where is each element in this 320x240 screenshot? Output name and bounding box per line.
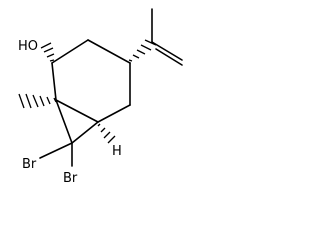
- isopropenyl-hashed-wedge: [128, 39, 157, 62]
- bond-c6-c7: [71, 121, 99, 144]
- hydrogen-hashed-wedge: [97, 123, 116, 144]
- bond-c7-br-left: [39, 142, 73, 159]
- bond-c8-ch2-double: [155, 48, 183, 66]
- hydroxyl-label: HO: [18, 39, 38, 54]
- bond-c6-c1: [55, 99, 99, 123]
- bond-c3-c4: [87, 39, 131, 64]
- hydroxyl-hashed-wedge: [40, 42, 55, 62]
- isopropenyl-group: [151, 8, 183, 66]
- bond-c1-c7: [55, 99, 73, 144]
- molecule-structure: HO H Br Br: [18, 8, 183, 186]
- bromine-label-left: Br: [22, 157, 37, 172]
- bromine-label-right: Br: [63, 171, 78, 186]
- methyl-hashed-wedge: [18, 93, 57, 109]
- cyclopropane-ring: [55, 99, 99, 144]
- bond-c1-c2: [51, 62, 57, 101]
- hydrogen-label: H: [112, 144, 122, 159]
- bond-c2-c3: [51, 39, 89, 64]
- cyclohexane-ring: [51, 39, 131, 123]
- bond-c8-ch2: [151, 41, 183, 61]
- bond-c5-c6: [97, 104, 131, 123]
